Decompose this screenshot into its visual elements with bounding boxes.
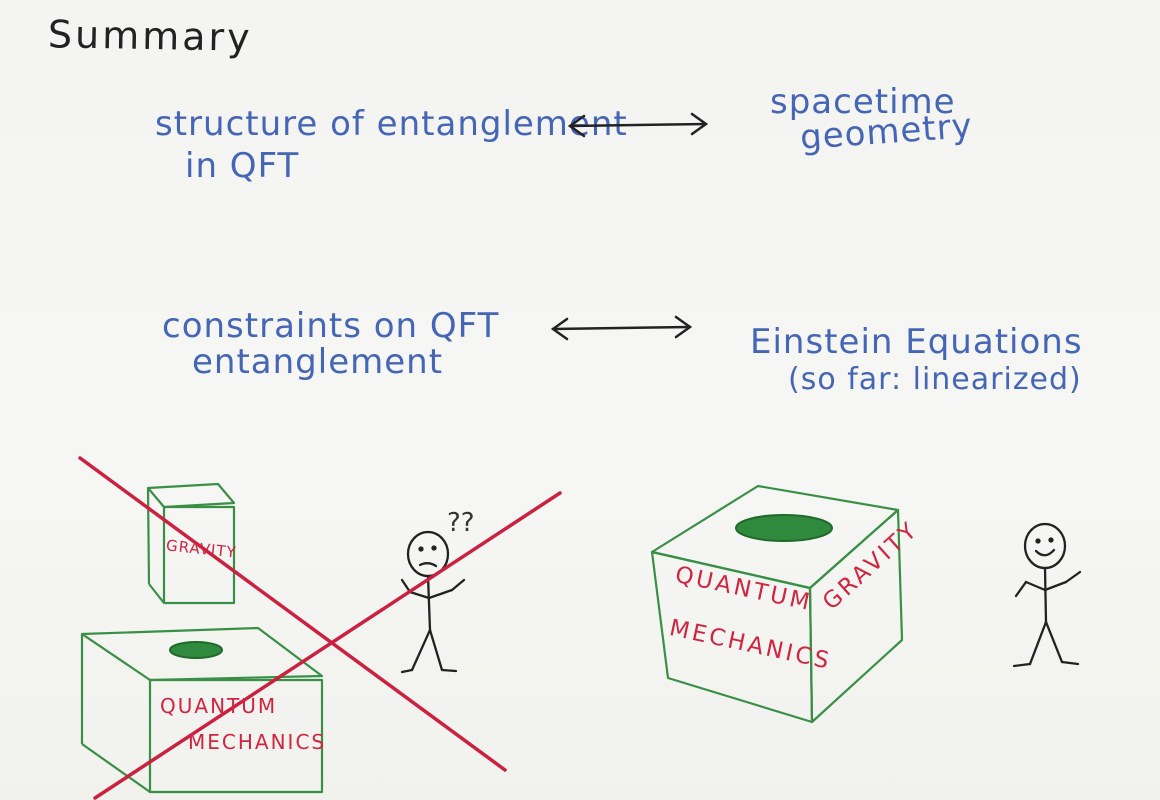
confusion-mark: ?? xyxy=(447,508,475,538)
double-arrow-row-1 xyxy=(570,114,706,136)
double-arrow-row-2 xyxy=(553,317,690,339)
unified-box-hole xyxy=(736,515,832,541)
confused-stick-figure xyxy=(402,532,464,672)
big-box-label-line-1: QUANTUM xyxy=(160,694,277,718)
happy-stick-figure xyxy=(1014,524,1080,666)
big-box-label-line-2: MECHANICS xyxy=(188,730,326,754)
big-qm-box-hole xyxy=(170,642,222,658)
